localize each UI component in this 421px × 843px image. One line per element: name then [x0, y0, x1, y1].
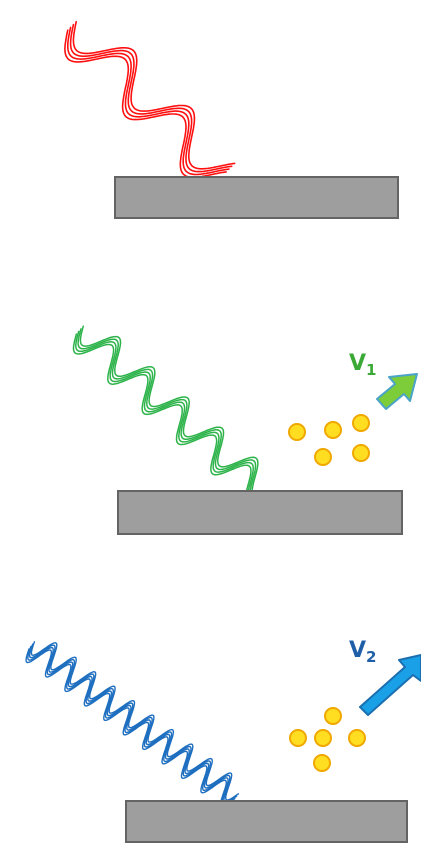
wave-strand: [28, 643, 238, 804]
metal-plate: [114, 176, 399, 219]
electron: [314, 729, 332, 747]
red-light-panel: [64, 21, 399, 219]
wave-strand: [72, 21, 236, 170]
velocity-label-v1: V1: [349, 351, 376, 379]
blue-light-panel: V2: [25, 638, 421, 843]
wave-strand: [75, 330, 254, 503]
blue-light-wave: [25, 641, 240, 809]
electron: [288, 423, 306, 441]
velocity-arrow-v2: [359, 654, 421, 716]
wave-strand: [67, 26, 230, 176]
wave-strand: [30, 641, 240, 801]
green-light-wave: [72, 325, 259, 506]
velocity-label-v2: V2: [349, 638, 376, 666]
red-light-wave: [64, 21, 236, 179]
electron: [289, 729, 307, 747]
electron: [314, 448, 332, 466]
electron: [324, 707, 342, 725]
wave-strand: [25, 648, 234, 809]
electron: [313, 754, 331, 772]
green-light-panel: V1: [72, 325, 418, 535]
wave-strand: [69, 23, 233, 173]
emitted-electrons: [288, 414, 370, 466]
wave-strand: [64, 29, 227, 179]
wave-strand: [72, 333, 252, 506]
emitted-electrons: [289, 707, 366, 772]
wave-strand: [79, 325, 259, 498]
electron: [352, 414, 370, 432]
electron: [348, 729, 366, 747]
electron: [324, 421, 342, 439]
velocity-arrow-v1: [376, 373, 418, 410]
wave-strand: [27, 645, 236, 806]
electron: [352, 444, 370, 462]
metal-plate: [125, 800, 408, 843]
wave-strand: [77, 328, 257, 501]
metal-plate: [117, 490, 403, 535]
